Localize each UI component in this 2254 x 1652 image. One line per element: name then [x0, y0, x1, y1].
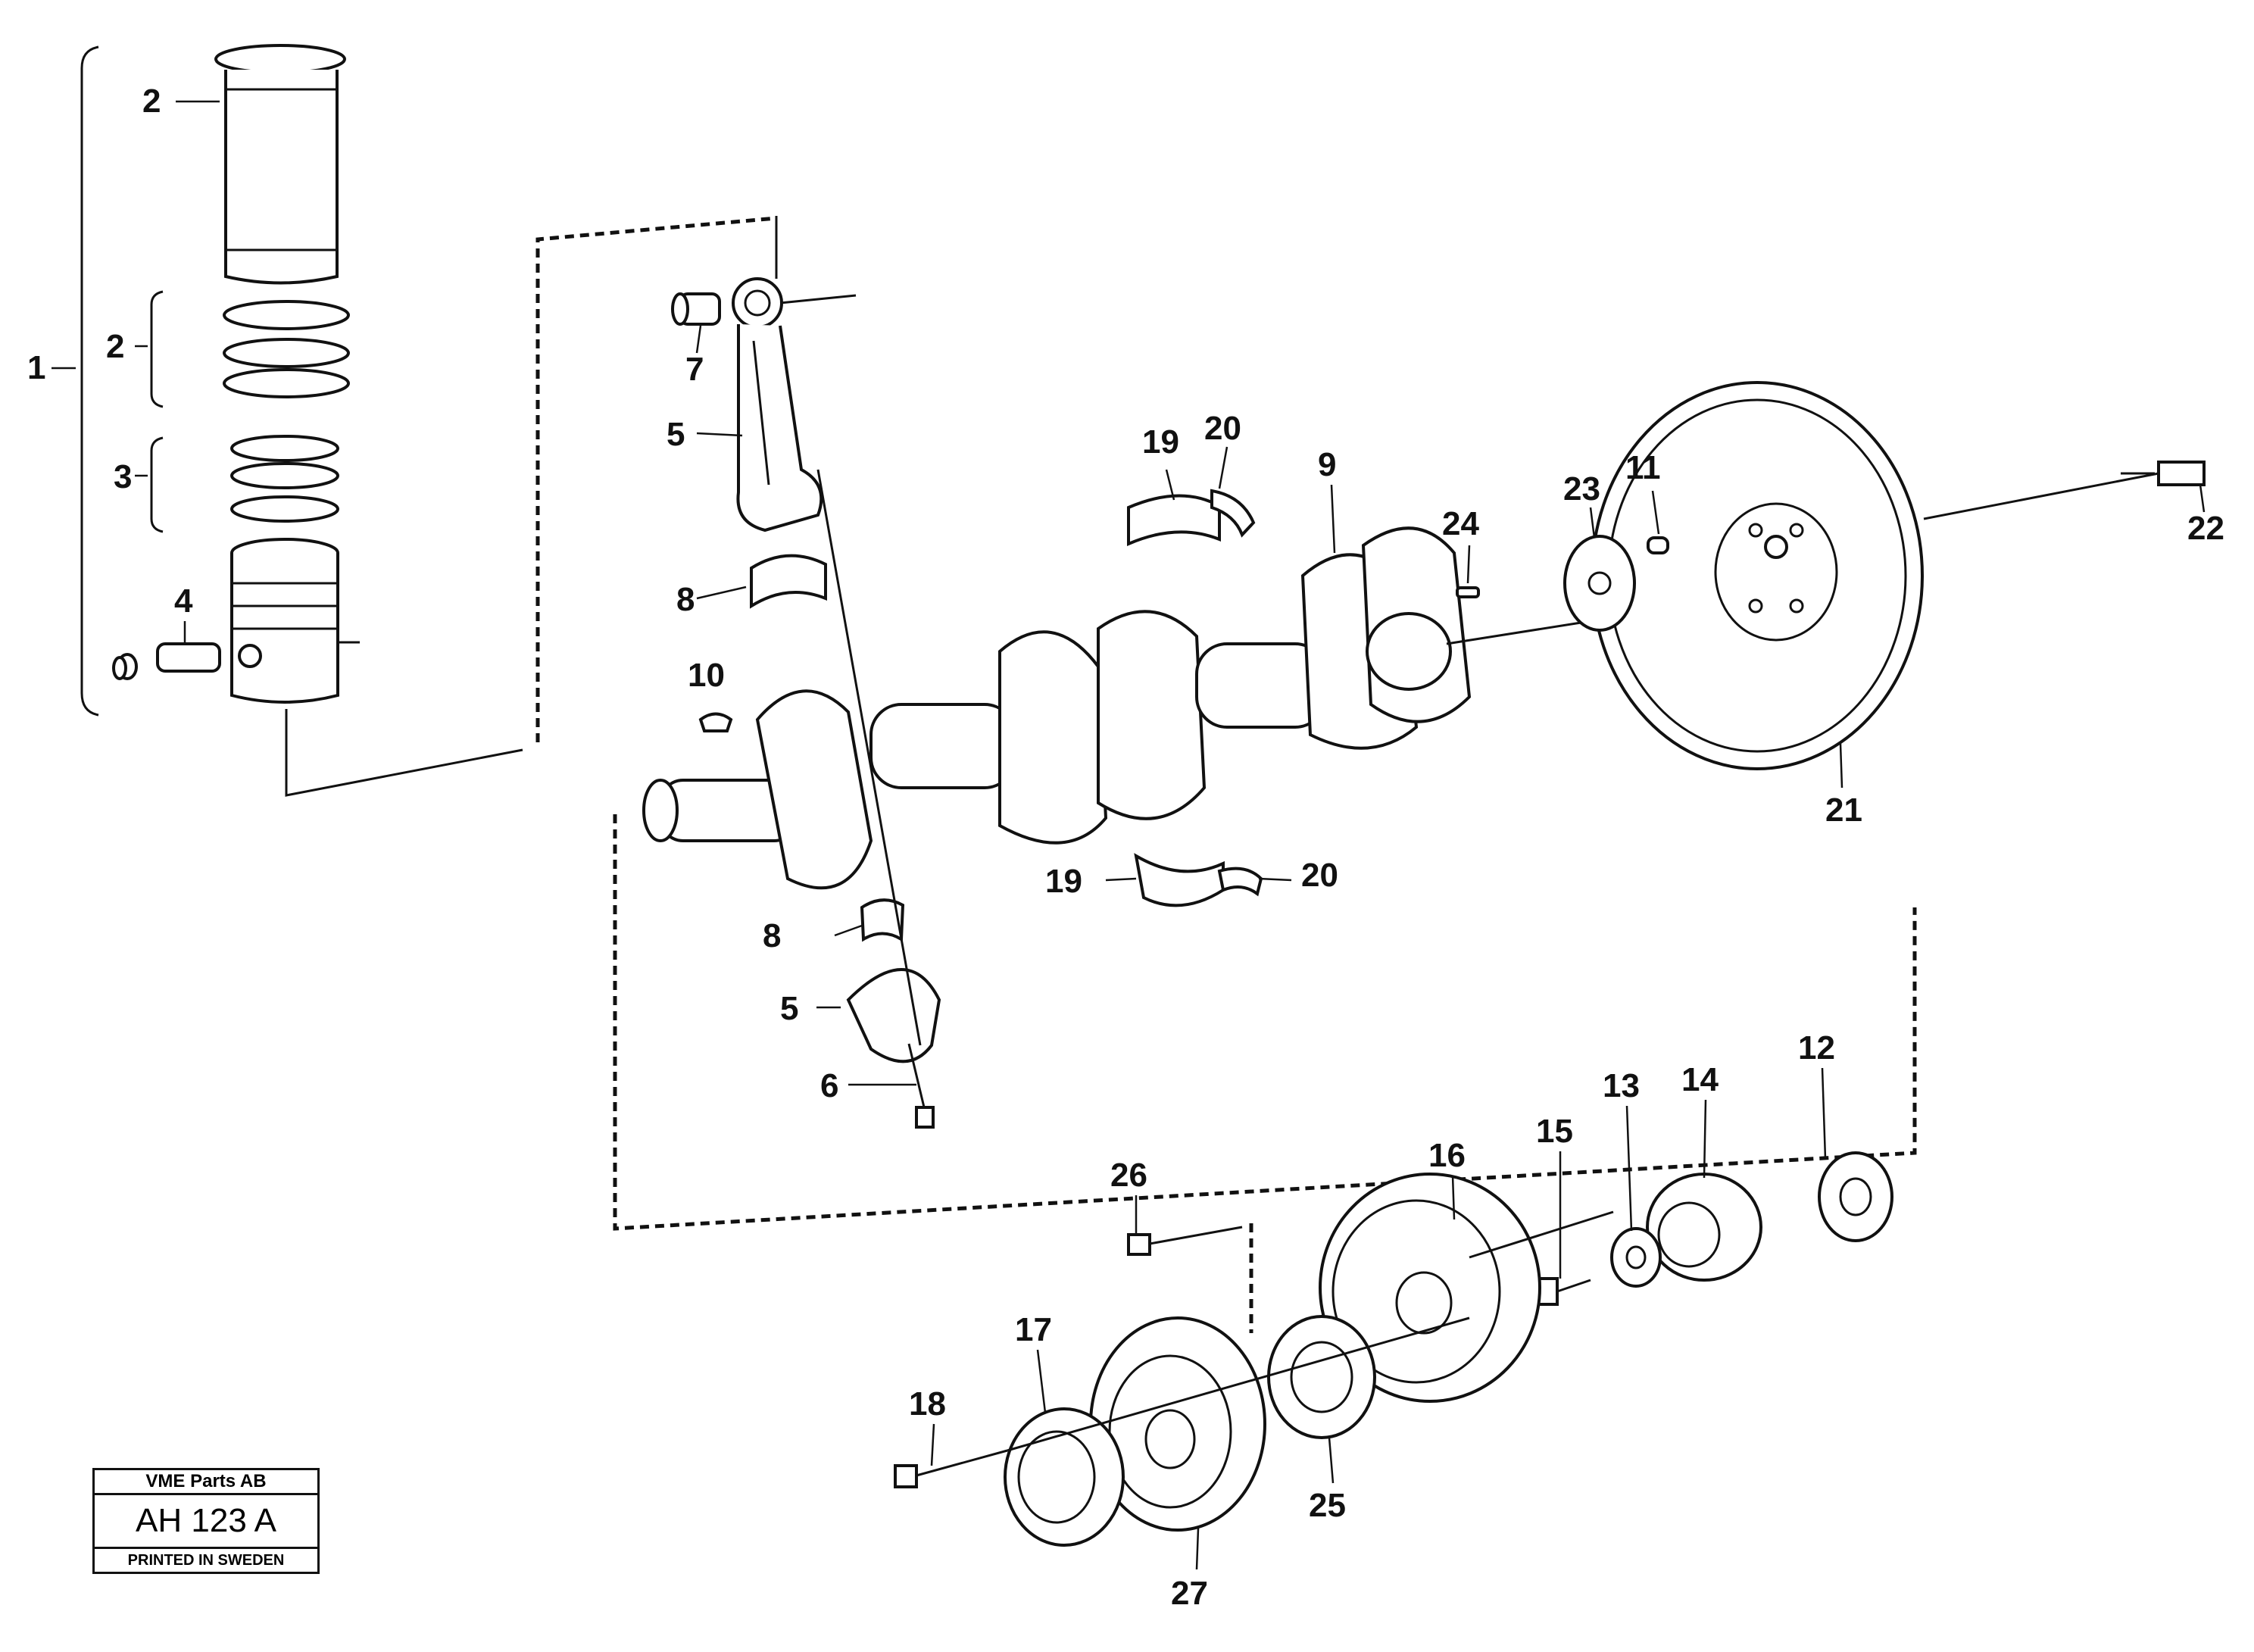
leader-lines: [52, 100, 2206, 1570]
big-end-bearing-upper: [750, 554, 827, 609]
callout-9: 9: [1318, 446, 1336, 483]
callout-8-lower: 8: [763, 917, 781, 954]
title-block-drawing-code: AH 123 A: [95, 1495, 317, 1549]
callout-16: 16: [1428, 1137, 1466, 1174]
piston: [230, 538, 360, 704]
piston-assembly-bracket: [80, 45, 164, 717]
woodruff-key: [698, 712, 733, 732]
callout-15: 15: [1536, 1113, 1573, 1150]
big-end-bearing-lower: [860, 898, 905, 942]
crankshaft: [642, 526, 1591, 890]
callout-21: 21: [1825, 792, 1862, 829]
callout-20-upper: 20: [1204, 410, 1241, 447]
connecting-rod-cap: [846, 968, 941, 1063]
crankshaft-gear: [1818, 1151, 1893, 1242]
pulley-small: [1004, 1407, 1125, 1547]
callout-26: 26: [1110, 1157, 1147, 1194]
piston-rings-compression: [223, 300, 350, 398]
callout-2-liner: 2: [142, 83, 161, 120]
flywheel-spacer-plate: [1563, 535, 1636, 632]
callout-labels: 1 2 2 3 4 5 5 6 7 8 8 9 10 11 12 13 14 1…: [27, 83, 2224, 1612]
hub: [1646, 1173, 1762, 1282]
callout-3: 3: [114, 458, 132, 495]
washer: [1610, 1227, 1662, 1288]
thrust-washer-lower: [1217, 867, 1263, 897]
callout-17: 17: [1015, 1311, 1052, 1348]
thrust-washer-upper: [1210, 489, 1256, 538]
main-bearing-shell-lower: [1134, 853, 1225, 907]
callout-24: 24: [1442, 505, 1479, 542]
connecting-rod-group-frame: [535, 216, 777, 742]
connecting-rod-bolt: [816, 469, 935, 1129]
crankshaft-front-group-frame: [613, 814, 1917, 1231]
callout-20-lower: 20: [1301, 857, 1338, 894]
connecting-rod: [732, 216, 857, 532]
cylinder-liner: [214, 44, 346, 285]
spacer-ring: [1267, 1315, 1376, 1439]
flywheel-bolt: [2121, 461, 2206, 486]
main-bearing-shell-upper: [1127, 494, 1221, 547]
callout-14: 14: [1681, 1061, 1719, 1098]
callout-19-lower: 19: [1045, 863, 1082, 900]
callout-1: 1: [27, 349, 45, 386]
callout-7: 7: [685, 351, 704, 388]
pulley-bolt-short: [1127, 1226, 1243, 1256]
callout-12: 12: [1798, 1029, 1835, 1066]
callout-22: 22: [2187, 510, 2224, 547]
title-block-company: VME Parts AB: [95, 1470, 317, 1495]
small-end-bushing: [671, 292, 721, 326]
title-block-printed-note: PRINTED IN SWEDEN: [127, 1552, 285, 1569]
callout-6: 6: [820, 1067, 838, 1104]
callout-5-cap: 5: [780, 990, 798, 1027]
callout-5-rod: 5: [667, 416, 685, 453]
callout-4: 4: [174, 582, 193, 620]
dowel-pin: [1647, 536, 1669, 554]
piston-pin-and-circlip: [112, 642, 221, 680]
callout-8-upper: 8: [676, 581, 695, 618]
callout-11: 11: [1625, 449, 1661, 486]
callout-23: 23: [1563, 470, 1600, 507]
callout-19-upper: 19: [1142, 423, 1179, 461]
title-block: VME Parts AB AH 123 A PRINTED IN SWEDEN: [92, 1468, 320, 1574]
callout-10: 10: [688, 657, 725, 694]
callout-18: 18: [909, 1385, 946, 1422]
flywheel-locating-pin: [1456, 586, 1480, 598]
callout-25: 25: [1309, 1487, 1346, 1524]
pulley-bolt-long: [894, 1449, 1008, 1488]
callout-13: 13: [1603, 1067, 1640, 1104]
callout-2-rings: 2: [106, 328, 124, 365]
piston-rings-oil: [230, 435, 339, 523]
callout-27: 27: [1171, 1575, 1208, 1612]
flywheel: [1591, 381, 2159, 770]
